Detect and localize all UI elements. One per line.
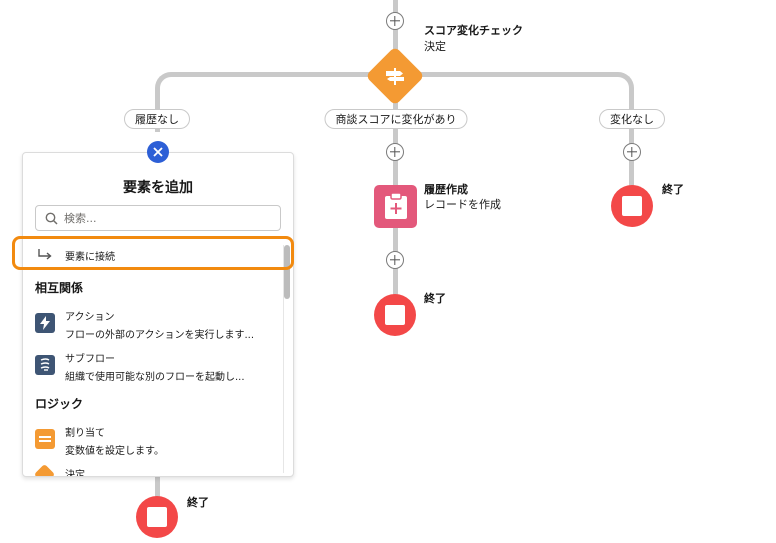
connect-arrow-icon [38,249,52,260]
connect-label: 要素に接続 [65,252,115,263]
branch-label-score-changed[interactable]: 商談スコアに変化があり [324,109,468,129]
panel-scrollbar-thumb[interactable] [284,245,290,299]
end-node-left[interactable] [136,496,178,538]
element-item-desc: フローの外部のアクションを実行します... [65,330,255,341]
search-icon [45,212,58,225]
add-element-button-middle-1[interactable] [386,143,404,161]
connect-highlight [12,236,294,270]
element-search-input[interactable] [35,205,281,231]
end-node-middle[interactable] [374,294,416,336]
decision-type: 決定 [424,40,446,53]
element-item-title: 決定 [65,470,85,477]
end-node-right[interactable] [611,185,653,227]
add-element-panel: 要素を追加 要素に接続 相互関係 アクション フローの外部のアクションを実行しま… [22,152,294,477]
element-item-title: 割り当て [65,428,105,439]
record-create-type: レコードを作成 [424,198,501,211]
panel-title: 要素を追加 [123,180,193,196]
add-element-button-middle-2[interactable] [386,251,404,269]
decision-icon [33,463,56,476]
connector-branch-right [398,72,634,132]
element-item-decision[interactable]: 決定 [23,463,278,477]
end-label-middle: 終了 [424,292,446,305]
element-item-subflow[interactable]: サブフロー 組織で使用可能な別のフローを起動し... [23,347,278,385]
section-title-interaction: 相互関係 [35,281,84,295]
record-create-node[interactable] [374,185,417,228]
close-icon [153,147,163,157]
element-item-title: アクション [65,312,115,323]
end-label-right: 終了 [662,183,684,196]
branch-label-no-change[interactable]: 変化なし [599,109,665,129]
element-item-assignment[interactable]: 割り当て 変数値を設定します。 [23,421,278,459]
lightning-icon [35,313,55,333]
decision-node[interactable] [365,46,425,106]
record-create-name: 履歴作成 [424,183,468,196]
connector-branch-left [155,72,393,132]
add-element-button-right[interactable] [623,143,641,161]
equals-icon [35,429,55,449]
add-element-button-top[interactable] [386,12,404,30]
element-item-desc: 組織で使用可能な別のフローを起動し... [65,372,245,383]
panel-scrollbar-track[interactable] [283,245,290,473]
clipboard-plus-icon [385,193,407,219]
connector-left-bottom [155,470,160,500]
section-title-logic: ロジック [35,397,84,411]
decision-name: スコア変化チェック [424,24,523,37]
connect-to-element-item[interactable]: 要素に接続 [23,241,278,269]
element-item-desc: 変数値を設定します。 [65,446,164,457]
close-button[interactable] [147,141,169,163]
branch-label-no-history[interactable]: 履歴なし [124,109,190,129]
element-item-title: サブフロー [65,354,115,365]
end-label-left: 終了 [187,496,209,509]
element-item-action[interactable]: アクション フローの外部のアクションを実行します... [23,305,278,343]
subflow-icon [35,355,55,375]
